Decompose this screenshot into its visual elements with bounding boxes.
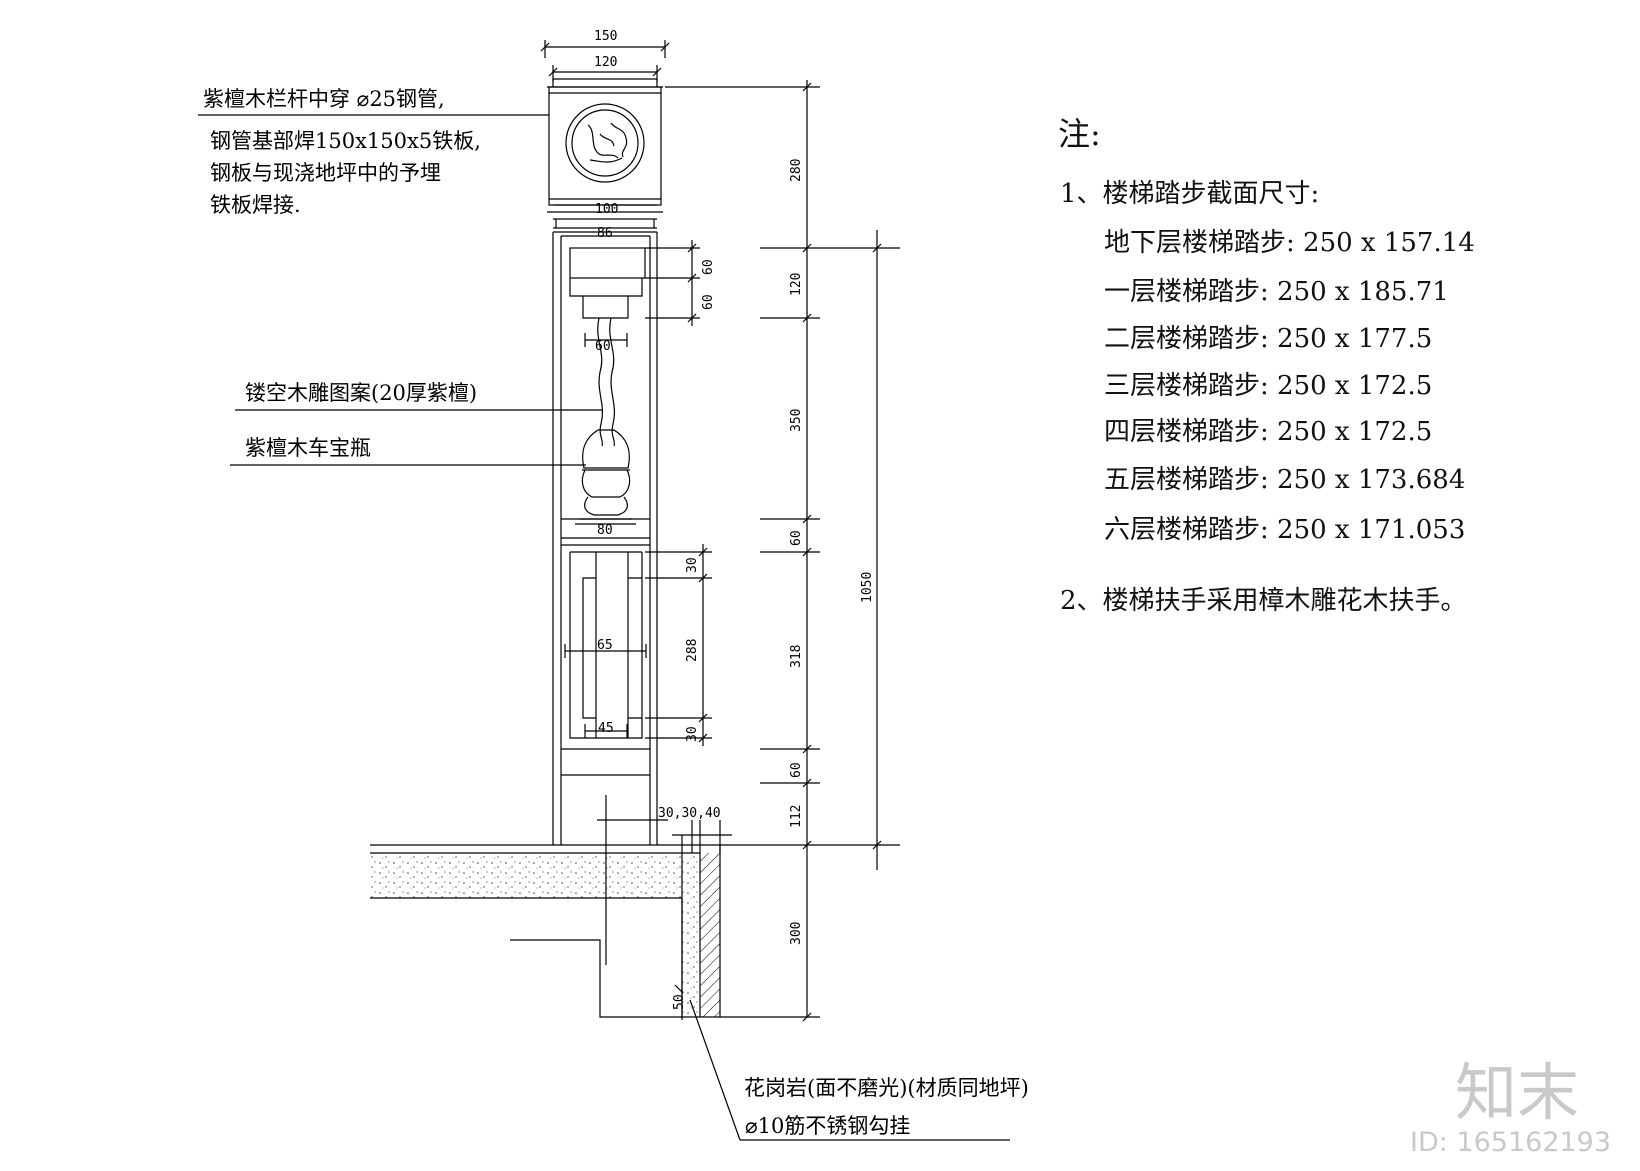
dim-v-112: 112: [789, 805, 804, 828]
dim-v-60-top: 60: [701, 259, 716, 275]
panel-inner-dims: [564, 333, 647, 738]
dim-width-86: 86: [597, 226, 613, 241]
main-vertical-dim-chain: [665, 80, 900, 1022]
notes-row-basement: 地下层楼梯踏步: 250 x 157.14: [1104, 228, 1475, 258]
dim-v-120: 120: [789, 273, 804, 296]
top-width-dims: [540, 40, 670, 82]
dim-width-80: 80: [597, 523, 613, 538]
steel-pipe-label: 紫檀木栏杆中穿 ⌀25钢管,: [203, 87, 445, 111]
watermark-id: ID: 165162193: [1410, 1127, 1612, 1158]
dim-v-280: 280: [789, 159, 804, 182]
dim-v-60-second: 60: [701, 294, 716, 310]
dim-width-65: 65: [597, 638, 613, 653]
dim-width-30-30-40: 30,30,40: [658, 806, 721, 821]
vase-spindle: [580, 317, 632, 520]
notes-item-2: 2、楼梯扶手采用樟木雕花木扶手。: [1060, 586, 1467, 616]
upper-carving-block: [569, 247, 646, 319]
dim-v-30-bottom: 30: [685, 726, 700, 742]
notes-title: 注:: [1058, 115, 1101, 153]
dim-width-60-spindle: 60: [595, 339, 611, 354]
middle-rail: [561, 518, 650, 546]
dim-width-45: 45: [598, 721, 614, 736]
watermark-logo: 知末: [1455, 1056, 1580, 1129]
base-plate-label-3: 铁板焊接.: [210, 193, 301, 217]
notes-row-floor-6: 六层楼梯踏步: 250 x 171.053: [1104, 515, 1466, 545]
dim-v-50: 50: [672, 994, 687, 1010]
notes-row-floor-4: 四层楼梯踏步: 250 x 172.5: [1104, 417, 1433, 447]
dim-width-100: 100: [595, 202, 618, 217]
newel-post-cap: [547, 78, 663, 229]
notes-row-floor-1: 一层楼梯踏步: 250 x 185.71: [1104, 277, 1449, 307]
dim-v-30-top: 30: [685, 557, 700, 573]
dim-v-300: 300: [789, 922, 804, 945]
newel-post-frame: [552, 231, 658, 845]
dim-v-318: 318: [789, 645, 804, 668]
dim-v-288: 288: [685, 639, 700, 662]
notes-row-floor-2: 二层楼梯踏步: 250 x 177.5: [1104, 324, 1433, 354]
base-plate-label-2: 钢板与现浇地坪中的予埋: [210, 161, 441, 185]
lower-panel: [561, 551, 650, 776]
local-vertical-dims: [645, 240, 712, 746]
granite-label: 花岗岩(面不磨光)(材质同地坪): [744, 1076, 1029, 1100]
dim-v-60-mid: 60: [789, 530, 804, 546]
dim-v-60-low: 60: [789, 762, 804, 778]
dim-width-150: 150: [594, 29, 617, 44]
notes-row-floor-3: 三层楼梯踏步: 250 x 172.5: [1104, 371, 1433, 401]
dim-v-1050: 1050: [860, 572, 875, 603]
leader-lines: [198, 114, 1010, 1141]
floor-slab: [370, 820, 732, 1020]
notes-item-1: 1、楼梯踏步截面尺寸:: [1060, 179, 1320, 209]
vase-label: 紫檀木车宝瓶: [245, 436, 371, 460]
dim-width-120: 120: [594, 55, 617, 70]
carving-label: 镂空木雕图案(20厚紫檀): [245, 381, 477, 405]
base-plate-label-1: 钢管基部焊150x150x5铁板,: [210, 129, 481, 153]
carved-medallion: [565, 103, 645, 183]
hook-label: ⌀10筋不锈钢勾挂: [745, 1114, 910, 1138]
notes-row-floor-5: 五层楼梯踏步: 250 x 173.684: [1104, 465, 1466, 495]
dim-v-350: 350: [789, 409, 804, 432]
